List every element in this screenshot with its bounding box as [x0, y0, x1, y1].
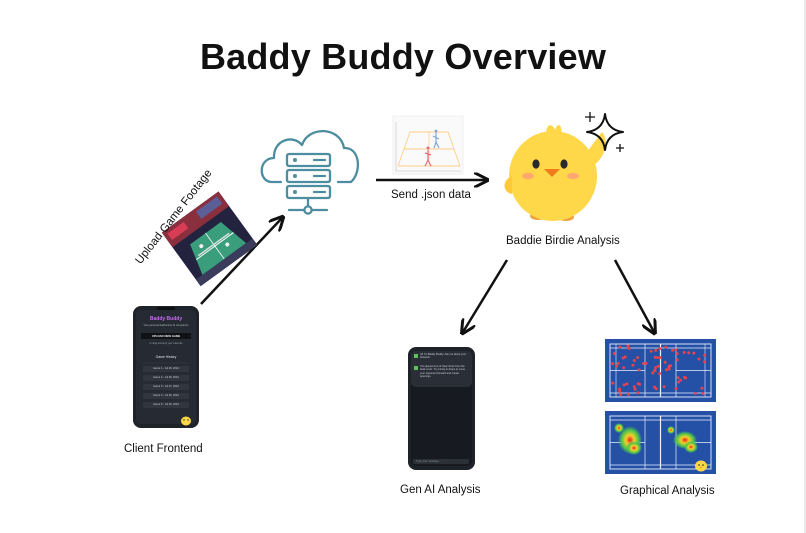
court-heatmap-plot	[605, 411, 716, 474]
scatter-point	[611, 381, 615, 385]
scatter-point	[615, 364, 619, 368]
scatter-point	[697, 357, 701, 361]
scatter-point	[653, 355, 657, 359]
arrow-client-to-server	[200, 218, 282, 305]
scatter-point	[637, 368, 641, 372]
scatter-point	[632, 385, 636, 389]
court-scatter-plot	[605, 339, 716, 402]
scatter-point	[616, 361, 620, 365]
scatter-point	[693, 391, 697, 395]
phone-history-item[interactable]: Game 1 - Jul 29, 2024	[153, 367, 179, 370]
scatter-point	[653, 368, 656, 372]
scatter-point	[644, 361, 648, 365]
scatter-point	[682, 351, 686, 354]
client-phone	[133, 306, 199, 428]
scatter-point	[663, 360, 667, 364]
phone-history-item[interactable]: Game 3 - Jul 27, 2024	[153, 385, 179, 388]
scatter-point	[703, 353, 707, 357]
scatter-point	[619, 393, 623, 396]
scatter-point	[618, 345, 622, 349]
scatter-point	[703, 360, 707, 364]
chat-input[interactable]: Type your message...	[416, 460, 441, 463]
phone-upload-button[interactable]: UPLOAD NEW GAME	[151, 334, 181, 338]
scatter-point	[649, 349, 653, 353]
scatter-point	[623, 355, 627, 359]
scatter-point	[677, 380, 680, 384]
scatter-point	[654, 387, 658, 391]
scatter-point	[651, 371, 655, 375]
scatter-point	[679, 378, 683, 382]
scatter-point	[641, 362, 645, 365]
phone-history-item[interactable]: Game 5 - Jul 25, 2024	[153, 403, 179, 406]
scatter-point	[701, 392, 705, 395]
scatter-point	[626, 344, 630, 348]
page-title: Baddy Buddy Overview	[199, 36, 607, 77]
arrow-analysis-to-graphical	[613, 259, 654, 332]
scatter-point	[656, 356, 660, 360]
chat-phone	[408, 347, 475, 470]
scatter-point	[675, 358, 679, 362]
scatter-point	[658, 356, 662, 359]
phone-upload-note: or drag and drop your video file	[149, 342, 183, 345]
scatter-point	[671, 348, 674, 352]
chat-message: You played a lot of clear shots from the…	[420, 365, 466, 379]
scatter-point	[654, 366, 658, 369]
scatter-point	[618, 387, 622, 391]
scatter-point	[627, 392, 630, 396]
scatter-point	[675, 352, 679, 356]
scatter-point	[676, 376, 680, 380]
phone-history-item[interactable]: Game 2 - Jul 28, 2024	[153, 376, 179, 379]
pose-plot-thumbnail	[392, 115, 464, 175]
scatter-point	[683, 375, 686, 379]
graphical-analysis-label: Graphical Analysis	[620, 485, 715, 497]
scatter-point	[662, 385, 666, 389]
scatter-point	[654, 348, 658, 352]
scatter-point	[636, 382, 640, 386]
scatter-point	[692, 351, 696, 355]
phone-subtitle: Your personal badminton AI companion	[143, 324, 189, 327]
scatter-point	[632, 359, 636, 362]
scatter-point	[622, 383, 626, 387]
scatter-point	[611, 362, 615, 366]
phone-app-title: Baddy Buddy	[149, 316, 183, 322]
scatter-point	[700, 386, 704, 390]
scatter-point	[612, 352, 616, 356]
cloud-server-icon	[260, 130, 359, 215]
client-frontend-label: Client Frontend	[124, 443, 203, 455]
gen-ai-analysis-label: Gen AI Analysis	[400, 484, 481, 496]
game-footage-thumbnail	[161, 191, 258, 287]
scatter-points	[611, 344, 707, 396]
scatter-point	[618, 389, 622, 393]
scatter-point	[631, 363, 635, 367]
scatter-point	[658, 372, 662, 375]
scatter-point	[687, 351, 691, 355]
chick-mascot-icon	[504, 125, 606, 221]
scatter-point	[667, 367, 671, 371]
scatter-point	[633, 387, 637, 391]
scatter-point	[658, 347, 662, 351]
scatter-point	[664, 368, 668, 372]
send-json-label: Send .json data	[391, 189, 471, 201]
scatter-point	[636, 391, 640, 395]
sparkle-icon	[585, 112, 624, 152]
phone-history-item[interactable]: Game 4 - Jul 26, 2024	[153, 394, 179, 397]
phone-history-title: Game History	[155, 355, 177, 359]
scatter-point	[656, 364, 660, 368]
chat-message: Hi! I'm Baddy Buddy. Ask me about your f…	[420, 353, 467, 360]
scatter-point	[674, 348, 678, 352]
scatter-point	[664, 345, 668, 349]
scatter-point	[636, 356, 640, 360]
scatter-point	[625, 382, 629, 386]
scatter-point	[622, 366, 626, 370]
baddie-birdie-analysis-label: Baddie Birdie Analysis	[506, 235, 620, 247]
scatter-point	[674, 387, 678, 391]
page-edge	[804, 0, 806, 533]
arrow-analysis-to-genai	[463, 259, 509, 332]
